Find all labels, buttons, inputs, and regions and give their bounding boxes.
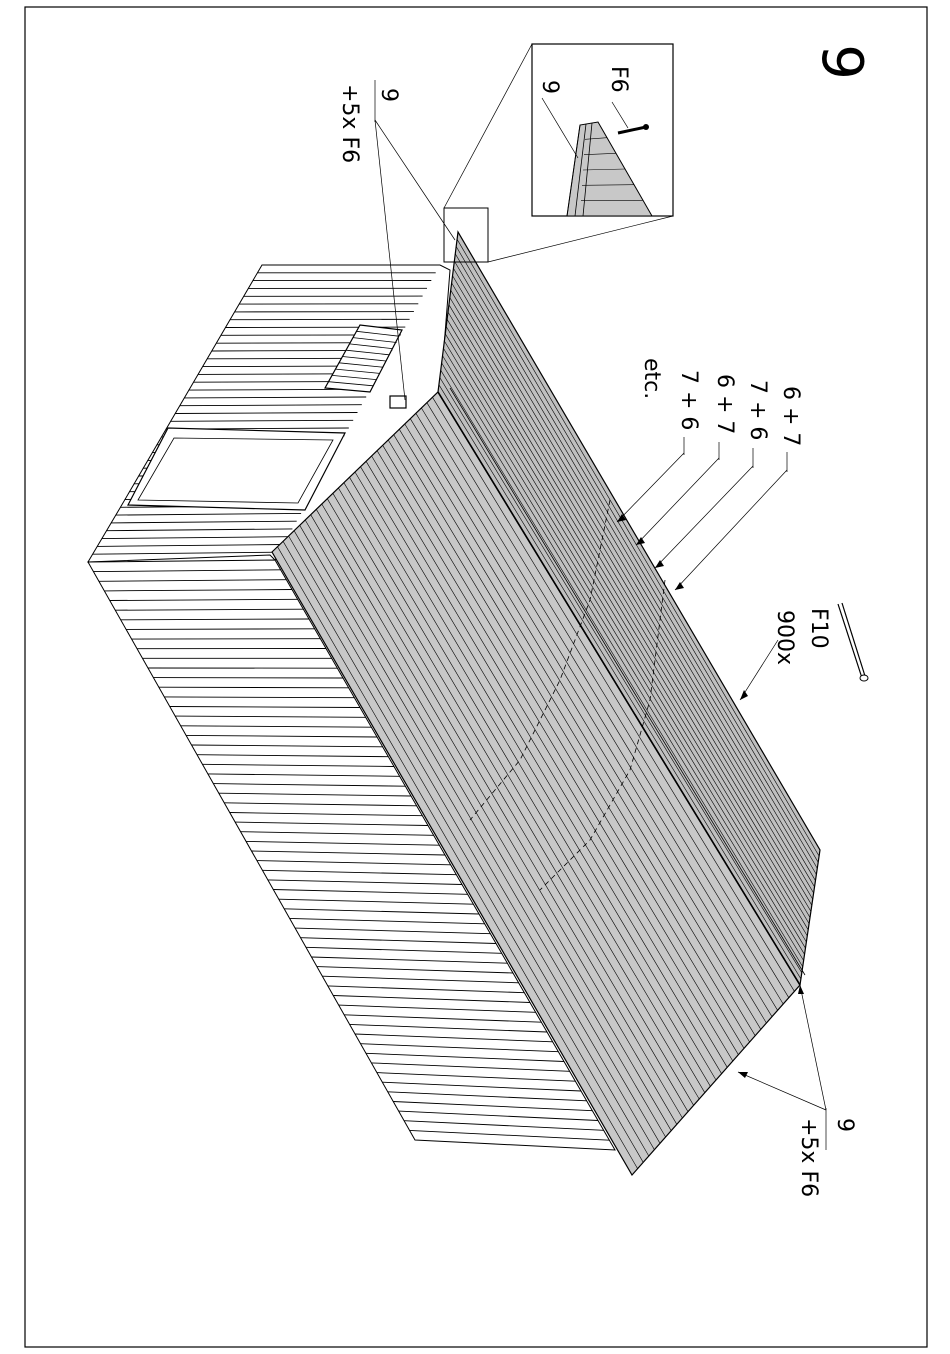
sequence-label-4: 7 + 6 [676, 370, 701, 430]
wall-board-line [126, 629, 315, 630]
nail-callout: F10 900x [740, 603, 868, 700]
step-number: 9 [809, 44, 874, 80]
sequence-label-2: 7 + 6 [745, 380, 770, 440]
detail-inset: F6 9 [532, 44, 673, 216]
nail-code-label: F10 [806, 608, 831, 649]
nail-f10-icon [838, 603, 868, 681]
sequence-label-1: 6 + 7 [778, 386, 803, 446]
nail-count-label: 900x [772, 610, 797, 665]
vent [390, 396, 406, 408]
bottom-part-label: 9 [832, 1118, 857, 1132]
bottom-screws-label: +5x F6 [796, 1118, 821, 1197]
sequence-label-etc: etc. [639, 358, 664, 399]
sequence-label-3: 6 + 7 [712, 374, 737, 434]
inset-part-label: 9 [537, 80, 562, 94]
top-part-label: 9 [376, 88, 401, 102]
inset-screw-label: F6 [606, 66, 631, 93]
wall-board-line [159, 687, 349, 688]
top-screws-label: +5x F6 [337, 84, 362, 163]
shed-drawing [88, 232, 820, 1175]
